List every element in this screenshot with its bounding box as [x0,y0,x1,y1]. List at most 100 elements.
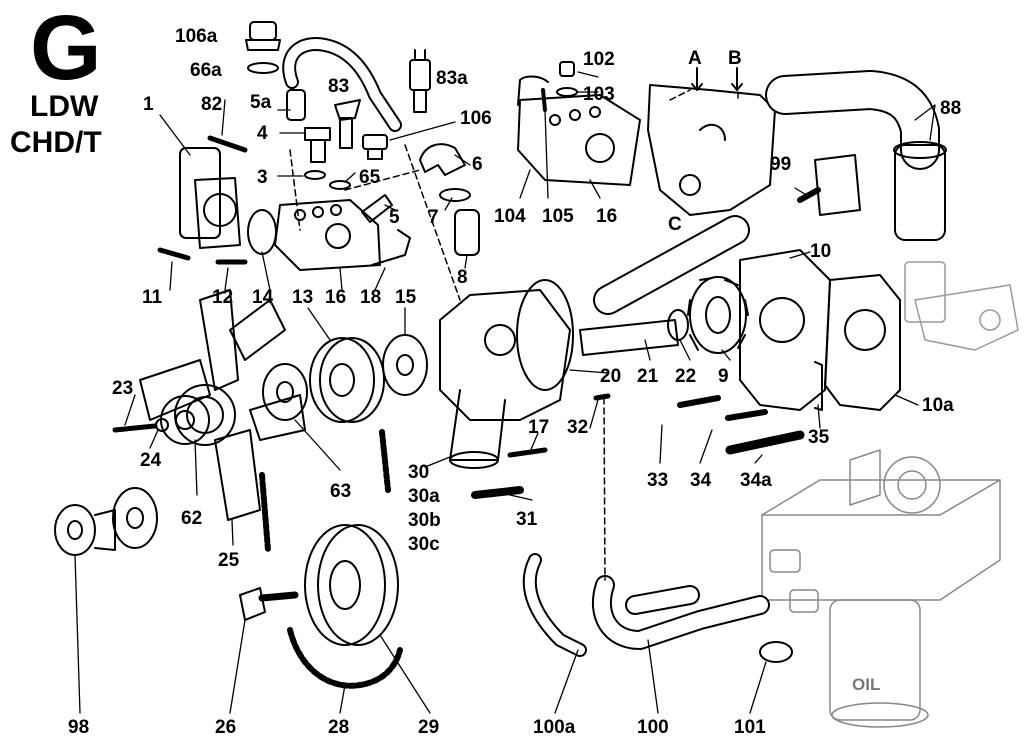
callout-label: 16 [325,287,346,308]
hose-88-lower [894,144,946,241]
callout-label: 62 [181,508,202,529]
oil-label: OIL [852,675,880,694]
callout-label: 13 [292,287,313,308]
clamp-101 [759,641,793,663]
callout-label: 30 [408,462,429,483]
callout-label: 20 [600,366,621,387]
callout-label: 11 [142,287,163,308]
callout-label: 3 [257,167,268,188]
bolt-105 [541,88,547,112]
callout-label: 66a [190,60,222,81]
callout-label: 22 [675,366,696,387]
callout-label: 23 [112,378,133,399]
callout-label: 32 [567,417,588,438]
flange-20 [516,279,574,391]
callout-label: 100 [637,717,669,738]
housing-16-right [517,94,641,186]
callout-label: 15 [395,287,417,308]
hose-99 [797,154,861,216]
callout-label: 26 [215,717,236,738]
manifold-housing-abc [647,84,776,216]
plug-106 [362,134,388,160]
fitting-4 [304,127,331,163]
callout-label: 14 [252,287,274,308]
oring-35 [814,361,823,411]
callout-label: 103 [583,84,615,105]
callout-label: 88 [940,98,961,119]
marker-arrow-b [731,67,743,91]
callout-label: 98 [68,717,89,738]
callout-label: 83a [436,68,468,89]
callout-label: 106 [460,108,492,129]
callout-label: 35 [808,427,830,448]
gasket-10a [824,274,901,411]
callout-label: 18 [360,287,381,308]
callout-label: 99 [770,154,791,175]
engine-model-title: LDW [30,90,99,123]
callout-label: 21 [637,366,659,387]
housing-16-left [274,199,381,271]
callout-label: 1 [143,94,154,115]
clamp-7 [439,188,471,202]
callout-label: 5a [250,92,272,113]
callout-label: 29 [418,717,439,738]
callout-label: 101 [734,717,766,738]
hose-8 [454,209,480,256]
screw-17 [507,447,548,458]
engine-variant-title: CHD/T [10,126,102,159]
cover-10 [739,249,831,411]
callout-label: 30c [408,534,440,555]
callout-label: 10a [922,395,954,416]
callout-label: 34a [740,470,772,491]
callout-label: 104 [494,206,526,227]
callout-label: 33 [647,470,668,491]
marker-arrow-a [691,67,703,91]
callout-label: 31 [516,509,538,530]
callout-label: 83 [328,76,349,97]
water-pump-body [439,289,571,469]
callout-label: 16 [596,206,617,227]
screw-34a [725,430,805,455]
leader-lines [74,71,936,714]
screw-33 [677,395,721,408]
callout-label: 25 [218,550,240,571]
callout-label: 30b [408,510,441,531]
bearing-22 [667,309,689,341]
washer-24 [155,418,169,432]
pulley-13 [309,337,385,423]
callout-label: 24 [140,450,162,471]
thermostat-housing-1 [179,147,241,249]
bolt-26 [239,587,299,621]
temp-sensor-83a [409,49,431,113]
washer-103 [556,87,578,97]
pipe-18 [371,229,411,266]
callout-label: 17 [528,417,549,438]
belt-25-strip [259,472,271,553]
fitting-5 [361,194,393,223]
callout-label: 10 [810,241,831,262]
fitting-5a [286,89,306,121]
belt-30 [379,429,391,493]
elbow-6 [419,143,466,176]
callout-label: 82 [201,94,222,115]
hook-104 [517,75,549,106]
bolt-23 [112,423,158,433]
plug-102 [559,61,575,77]
callout-label: 6 [472,154,483,175]
bolt-82 [207,135,248,153]
water-pump-housing-ghost [904,261,1019,351]
gear-9 [687,276,749,354]
callout-label: 12 [212,287,233,308]
marker-a: A [688,48,702,69]
screw-31 [471,486,524,499]
callout-label: 100a [533,717,576,738]
callout-label: 105 [542,206,574,227]
washer-3 [304,170,326,180]
callout-label: 106a [175,26,218,47]
shaft-21 [579,319,679,356]
hub-15 [382,334,428,396]
fan-25 [139,289,306,521]
belt-28 [287,627,403,689]
